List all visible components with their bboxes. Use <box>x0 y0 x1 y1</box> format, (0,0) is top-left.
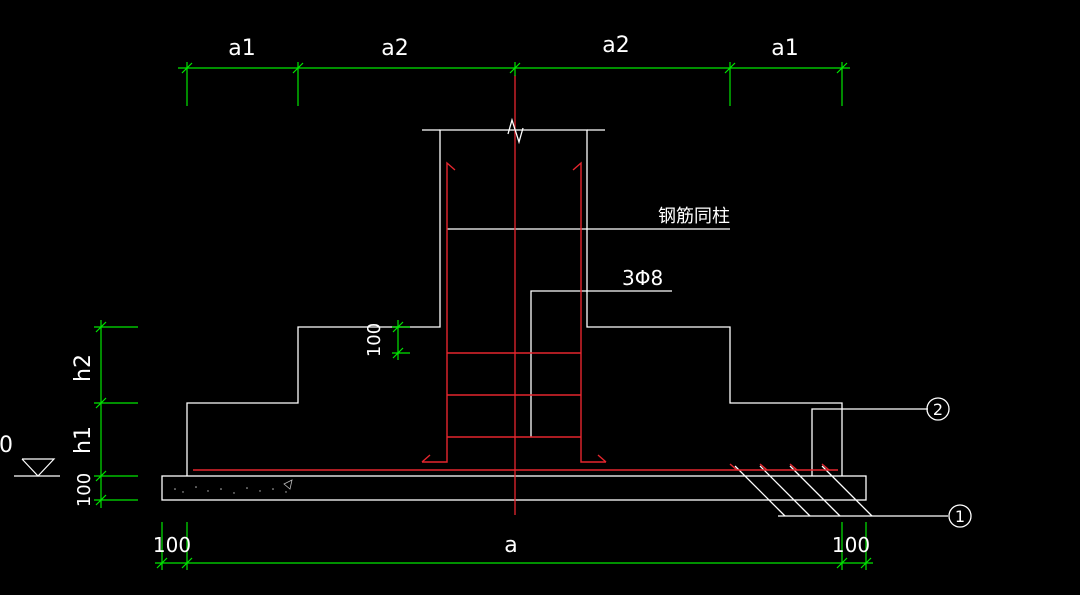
dim-label-pad-100: 100 <box>74 473 95 507</box>
marker-1: 1 <box>948 504 972 528</box>
dim-label-100-right: 100 <box>832 533 870 557</box>
left-dimension-labels: h2 h1 100 100 <box>71 323 385 507</box>
centerline <box>507 75 524 515</box>
foundation-outline <box>161 129 948 517</box>
dim-label-h2: h2 <box>71 354 96 382</box>
dim-label-a2-right: a2 <box>602 33 629 58</box>
top-dimension-labels: a1 a2 a2 a1 <box>228 33 798 61</box>
footing-profile <box>186 129 843 476</box>
column-bar-right <box>572 161 606 463</box>
dim-label-h1: h1 <box>71 426 96 454</box>
level-mark <box>14 458 60 477</box>
dim-label-step-100: 100 <box>364 323 385 357</box>
stirrup-note: 3Φ8 <box>622 266 663 290</box>
dimension-lines <box>94 62 873 570</box>
marker-2-leader <box>811 408 928 476</box>
dim-label-100-left: 100 <box>153 533 191 557</box>
dim-label-a1-left: a1 <box>228 36 255 61</box>
marker-2: 2 <box>926 397 950 421</box>
marker-2-label: 2 <box>933 400 943 419</box>
column-bar-left <box>422 161 456 463</box>
lean-concrete-pad <box>161 475 867 501</box>
dim-label-a: a <box>504 533 517 558</box>
bottom-dimension-labels: 100 a 100 <box>153 533 870 558</box>
marker-1-label: 1 <box>955 507 965 526</box>
dim-label-a1-right: a1 <box>771 36 798 61</box>
dim-label-a2-left: a2 <box>381 36 408 61</box>
rebar-note: 钢筋同柱 <box>658 206 730 227</box>
stirrup-note-leader <box>530 290 672 437</box>
pad-hatch <box>174 479 293 494</box>
level-label: 0 <box>0 433 13 458</box>
